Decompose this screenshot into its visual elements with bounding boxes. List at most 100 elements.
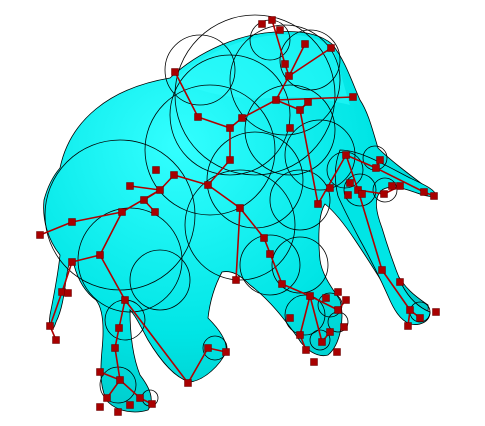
joint-18 <box>126 182 134 190</box>
joint-32 <box>111 344 119 352</box>
joint-0 <box>268 16 276 24</box>
sphere-6 <box>184 169 296 281</box>
joint-2 <box>276 26 284 34</box>
bone-0 <box>271 19 286 65</box>
bone-34 <box>299 295 311 336</box>
sphere-20 <box>309 329 331 351</box>
joint-29 <box>52 336 60 344</box>
joint-83 <box>296 106 304 114</box>
bone-40 <box>275 99 301 111</box>
joint-72 <box>388 182 396 190</box>
joint-20 <box>151 208 159 216</box>
joint-14 <box>204 181 212 189</box>
bone-56 <box>288 43 306 77</box>
sphere-11 <box>279 29 341 91</box>
bone-52 <box>381 269 411 311</box>
sphere-27 <box>129 249 191 311</box>
joint-39 <box>136 394 144 402</box>
joint-59 <box>322 294 330 302</box>
bone-8 <box>207 159 231 186</box>
joint-61 <box>334 288 342 296</box>
bone-18 <box>99 254 126 301</box>
sphere-19 <box>284 294 326 336</box>
joint-49 <box>306 292 314 300</box>
joint-50 <box>286 314 294 322</box>
joint-30 <box>121 296 129 304</box>
joint-24 <box>96 251 104 259</box>
joint-1 <box>258 20 266 28</box>
joint-41 <box>184 379 192 387</box>
bone-30 <box>235 207 241 281</box>
joint-7 <box>349 93 357 101</box>
joint-37 <box>114 408 122 416</box>
joint-79 <box>416 314 424 322</box>
skeleton-joints <box>36 16 440 416</box>
bone-36 <box>309 295 323 343</box>
joint-56 <box>333 348 341 356</box>
joint-62 <box>314 200 322 208</box>
joint-13 <box>226 156 234 164</box>
joint-43 <box>222 348 230 356</box>
joint-58 <box>342 296 350 304</box>
joint-8 <box>272 96 280 104</box>
joint-64 <box>342 151 350 159</box>
bone-51 <box>357 189 383 271</box>
joint-46 <box>260 234 268 242</box>
bone-5 <box>197 116 231 129</box>
joint-4 <box>281 60 289 68</box>
sphere-16 <box>343 173 377 207</box>
joint-23 <box>36 231 44 239</box>
bone-31 <box>239 207 265 239</box>
joint-17 <box>156 186 164 194</box>
joint-48 <box>266 250 274 258</box>
trunk-shape <box>334 149 437 325</box>
bone-19 <box>118 299 126 329</box>
joint-36 <box>96 403 104 411</box>
joint-11 <box>171 68 179 76</box>
joint-82 <box>286 124 294 132</box>
sphere-29 <box>239 234 301 296</box>
joint-54 <box>318 338 326 346</box>
bone-38 <box>309 295 339 311</box>
joint-44 <box>236 204 244 212</box>
sphere-17 <box>372 177 398 203</box>
joint-34 <box>96 368 104 376</box>
joint-63 <box>326 184 334 192</box>
joint-68 <box>358 190 366 198</box>
joint-75 <box>430 192 438 200</box>
bone-33 <box>281 283 311 297</box>
joint-81 <box>404 322 412 330</box>
joint-33 <box>116 376 124 384</box>
bone-42 <box>299 109 319 205</box>
joint-21 <box>118 208 126 216</box>
joint-67 <box>344 191 352 199</box>
bone-17 <box>99 211 123 256</box>
bone-6 <box>174 71 199 118</box>
joint-45 <box>232 276 240 284</box>
joint-42 <box>204 344 212 352</box>
joint-52 <box>302 346 310 354</box>
bone-61 <box>71 254 101 263</box>
bone-58 <box>61 261 73 293</box>
bone-2 <box>275 75 290 101</box>
joint-10 <box>226 124 234 132</box>
sphere-18 <box>271 236 329 294</box>
sphere-12 <box>269 169 331 231</box>
joint-80 <box>432 308 440 316</box>
sphere-8 <box>229 24 341 136</box>
bone-46 <box>345 154 359 191</box>
sphere-5 <box>144 84 276 216</box>
joint-38 <box>126 401 134 409</box>
joint-9 <box>238 114 246 122</box>
joint-57 <box>334 306 342 314</box>
joint-66 <box>354 186 362 194</box>
joint-16 <box>152 166 160 174</box>
joint-77 <box>396 278 404 286</box>
bone-26 <box>124 299 189 384</box>
bone-49 <box>375 167 425 193</box>
joint-31 <box>115 324 123 332</box>
joint-51 <box>296 331 304 339</box>
joint-40 <box>148 400 156 408</box>
joint-60 <box>340 323 348 331</box>
